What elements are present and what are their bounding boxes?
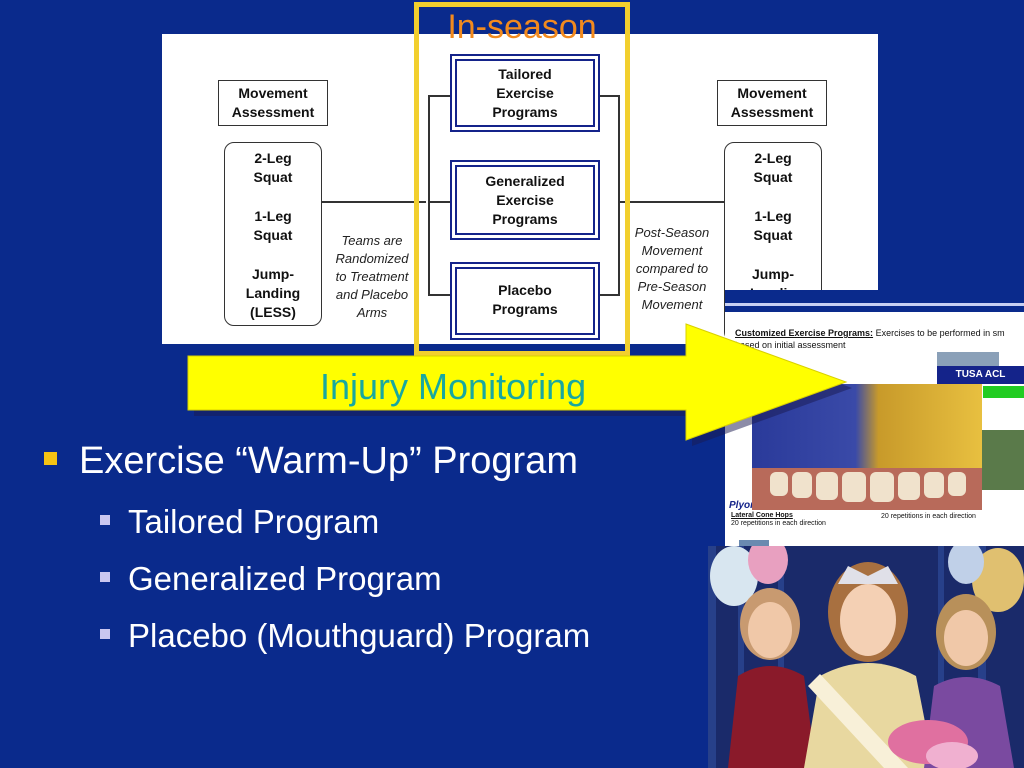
in-season-frame: [414, 2, 630, 356]
placebo-programs-box: Placebo Programs: [450, 262, 600, 340]
bullet-marker: [44, 452, 57, 466]
bullet-placebo-program: Placebo (Mouthguard) Program: [100, 617, 590, 655]
in-season-label: In-season: [447, 8, 597, 46]
bullet-exercise-program: Exercise “Warm-Up” Program: [44, 440, 578, 483]
left-test-jump: Jump- Landing (LESS): [245, 266, 301, 320]
bullet-tailored-program: Tailored Program: [100, 503, 379, 541]
document-subheading: based on initial assessment: [735, 340, 846, 350]
document-photo-2: [981, 430, 1024, 490]
injury-monitoring-label: Injury Monitoring: [320, 366, 587, 407]
post-season-note: Post-Season Movement compared to Pre-Sea…: [634, 225, 710, 312]
document-heading: Customized Exercise Programs: Exercises …: [735, 328, 1005, 338]
document-item-1: Lateral Cone Hops: [731, 512, 793, 519]
left-movement-assessment-box: Movement Assessment: [218, 80, 328, 126]
mouthguard-photo: [752, 384, 982, 510]
document-header-bar: [725, 290, 1024, 312]
study-design-diagram: Movement Assessment 2-Leg Squat 1-Leg Sq…: [162, 34, 878, 344]
left-tests-box: 2-Leg Squat 1-Leg Squat Jump- Landing (L…: [224, 142, 322, 326]
right-test-1leg: 1-Leg Squat: [753, 208, 793, 243]
right-movement-assessment-box: Movement Assessment: [717, 80, 827, 126]
left-test-1leg: 1-Leg Squat: [253, 208, 293, 243]
document-photo-3: [739, 540, 769, 550]
bullet-marker: [100, 572, 110, 583]
document-section: Plyor: [729, 500, 755, 511]
document-green-bar: [983, 386, 1024, 398]
bullet-marker: [100, 629, 110, 640]
document-photo-1: [937, 352, 999, 368]
injury-monitoring-arrow: [187, 323, 852, 446]
document-item-1-detail: 20 repetitions in each direction: [731, 520, 826, 527]
bullet-generalized-program: Generalized Program: [100, 560, 442, 598]
pageant-photo: [708, 546, 1024, 768]
left-test-2leg: 2-Leg Squat: [253, 150, 293, 185]
randomized-note: Teams are Randomized to Treatment and Pl…: [335, 233, 409, 320]
document-item-2-detail: 20 repetitions in each direction: [881, 513, 976, 520]
tusa-acl-logo: TUSA ACL: [937, 366, 1024, 384]
tailored-programs-box: Tailored Exercise Programs: [450, 54, 600, 132]
right-test-2leg: 2-Leg Squat: [753, 150, 793, 185]
generalized-programs-box: Generalized Exercise Programs: [450, 160, 600, 240]
bullet-marker: [100, 515, 110, 526]
